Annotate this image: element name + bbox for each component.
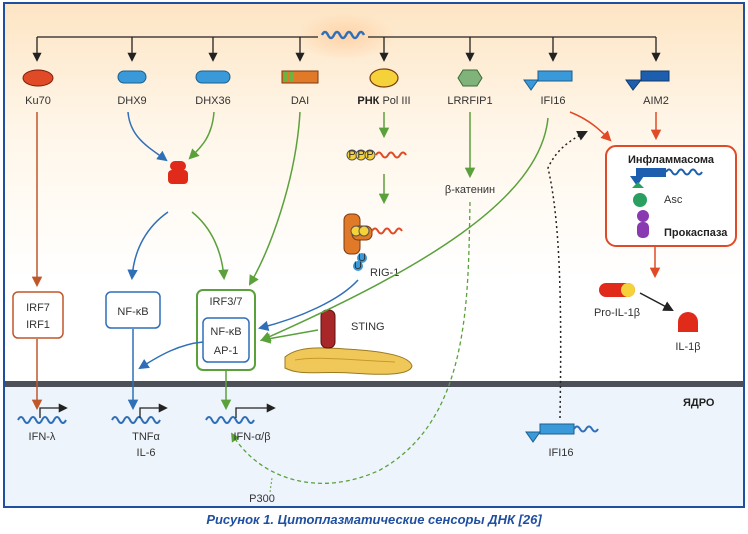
ku70-icon [22,69,54,87]
pro-il1b-icon [599,283,635,297]
gene-il6-label: IL-6 [137,447,156,459]
nfkb-ap1-inner-box [202,317,250,363]
gene-tnf-label: TNFα [132,431,160,443]
dhx36-icon [195,70,231,84]
cytosolic-dna-icon [320,30,366,40]
svg-text:U: U [354,260,362,272]
asc-label: Asc [664,194,683,206]
svg-text:U: U [358,252,366,264]
ifi16-icon [523,70,573,91]
nuclear-ifi16-label: IFI16 [548,447,573,459]
sensor-label-ifi16: IFI16 [540,95,565,107]
nfkb-box [105,291,161,329]
inflammasome-complex-icon [630,168,703,238]
sting-label: STING [351,321,385,333]
nuclear-ifi16-icon [525,423,599,443]
dai-icon [281,70,319,84]
sensor-label-ku70: Ku70 [25,95,51,107]
procaspase-label: Прокаспаза [664,227,728,239]
figure-caption: Рисунок 1. Цитоплазматические сенсоры ДН… [206,512,542,527]
sensor-label-dhx36: DHX36 [195,95,230,107]
nuclear-membrane [5,381,743,387]
gene-ifn-lambda-label: IFN-λ [29,431,56,443]
sensor-label-dai: DAI [291,95,309,107]
pro-il1b-label: Pro-IL-1β [594,307,640,319]
p300-label: P300 [249,493,275,505]
svg-text:P: P [348,149,355,161]
gene-ifn-lambda-icon [17,403,68,424]
dhx9-icon [117,70,147,84]
sensor-label-dhx9: DHX9 [117,95,146,107]
er-membrane-icon [284,347,413,375]
inflammasome-label: Инфламмасома [628,154,715,166]
irf1-label: IRF1 [26,319,50,331]
rig1-complex-icon: U U [343,213,403,272]
sensor-label-lrrfip1: LRRFIP1 [447,95,492,107]
irf7-label: IRF7 [26,302,50,314]
rig1-label: RIG-1 [370,267,399,279]
gene-tnf-icon [111,403,168,424]
irf37-label: IRF3/7 [209,296,242,308]
beta-catenin-label: β-катенин [445,184,495,196]
nfkb-label: NF-κB [117,306,148,318]
gene-ifn-ab-label: IFN-α/β [233,431,270,443]
nucleus-area [5,386,743,506]
sensor-label-pol-iii: РНК Pol III [357,95,410,107]
irf7-irf1-box [12,291,64,339]
sting-icon [320,309,336,349]
svg-text:P: P [366,149,373,161]
il1b-icon [678,312,698,332]
sensor-label-aim2: AIM2 [643,95,669,107]
ap1-label: AP-1 [214,345,238,357]
gene-ifn-ab-icon [205,403,276,424]
il1b-label: IL-1β [675,341,700,353]
lrrfip1-icon [457,69,483,87]
adaptor-protein-icon [168,161,188,184]
ppp-rna-icon: P P P [346,149,407,161]
aim2-icon [625,70,670,91]
nucleus-label: ЯДРО [683,397,715,409]
pol-iii-icon [369,68,399,88]
svg-text:P: P [357,149,364,161]
nfkb-inner-label: NF-κB [210,326,241,338]
